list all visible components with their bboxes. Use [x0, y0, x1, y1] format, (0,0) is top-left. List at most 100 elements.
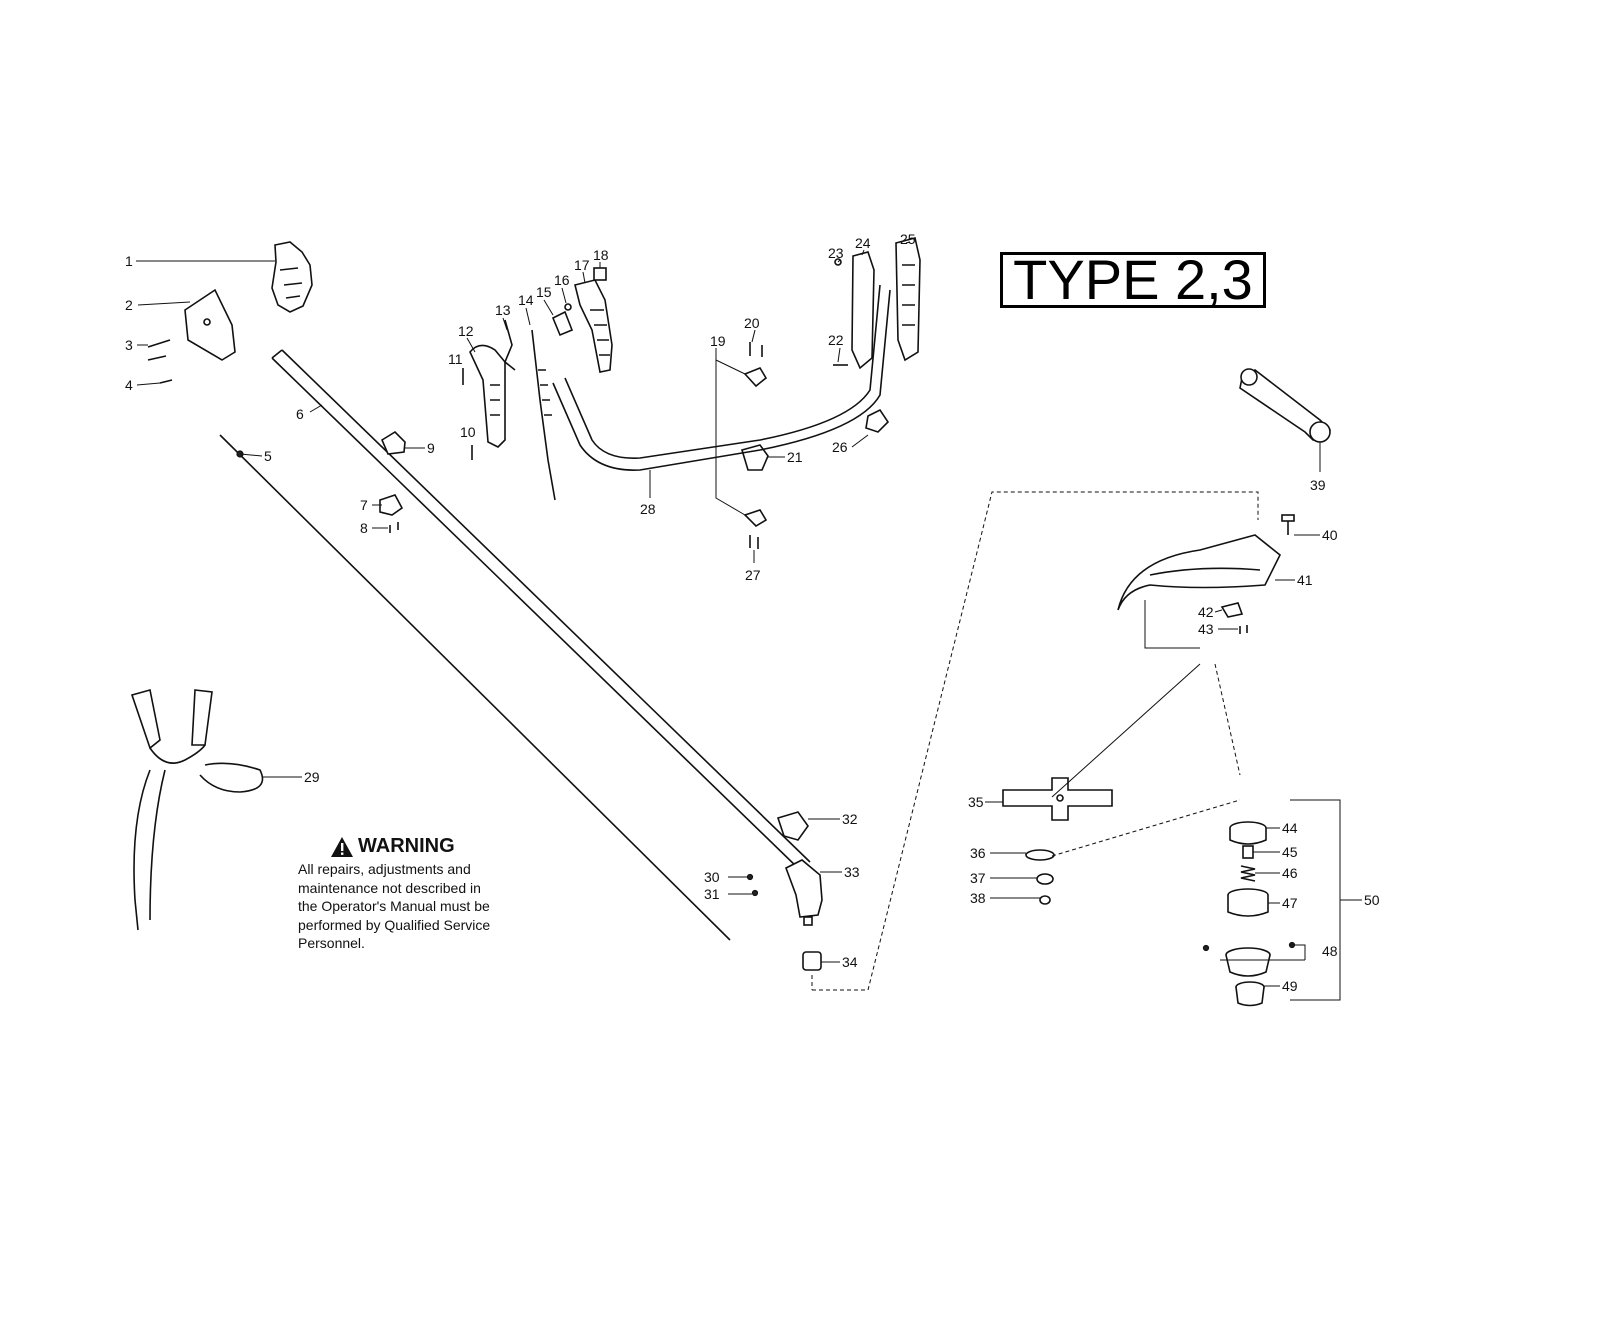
svg-text:10: 10: [460, 424, 476, 440]
callout-29: 29: [263, 769, 320, 785]
callout-38: 38: [970, 890, 1040, 906]
svg-text:34: 34: [842, 954, 858, 970]
svg-text:4: 4: [125, 377, 133, 393]
svg-text:48: 48: [1322, 943, 1338, 959]
callout-44: 44: [1266, 820, 1298, 836]
svg-text:46: 46: [1282, 865, 1298, 881]
callout-34: 34: [821, 954, 858, 970]
callout-41: 41: [1275, 572, 1313, 588]
part-29-harness: [130, 688, 264, 931]
svg-text:7: 7: [360, 497, 368, 513]
svg-text:24: 24: [855, 235, 871, 251]
callout-32: 32: [808, 811, 858, 827]
part-26-clip: [865, 408, 890, 433]
part-7-clamp: [379, 494, 404, 516]
callouts: 1 2 3 4 5 6 7 8 9 10 11 12 13 14 15 16 1…: [125, 231, 1380, 994]
callout-40: 40: [1294, 527, 1338, 543]
callout-6: 6: [296, 404, 323, 422]
warning-line: performed by Qualified Service: [298, 916, 491, 933]
part-42-knife: [1220, 602, 1244, 618]
part-1-cover: [271, 241, 313, 313]
svg-text:47: 47: [1282, 895, 1298, 911]
callout-24: 24: [855, 235, 871, 256]
part-40-bolt: [1281, 514, 1295, 535]
callout-16: 16: [554, 272, 570, 304]
part-46-spring: [1240, 865, 1256, 882]
callout-39: 39: [1310, 442, 1326, 493]
svg-text:32: 32: [842, 811, 858, 827]
callout-31: 31: [704, 886, 752, 902]
svg-text:40: 40: [1322, 527, 1338, 543]
svg-text:12: 12: [458, 323, 474, 339]
warning-title: WARNING: [358, 835, 455, 857]
callout-7: 7: [360, 497, 382, 513]
part-49-knob: [1235, 981, 1265, 1007]
svg-text:35: 35: [968, 794, 984, 810]
part-36-washer: [1025, 849, 1055, 861]
part-17-throttle-handle: [574, 279, 613, 373]
part-28-handlebar: [552, 284, 891, 471]
svg-text:15: 15: [536, 284, 552, 300]
callout-1: 1: [125, 253, 275, 269]
svg-text:43: 43: [1198, 621, 1214, 637]
callout-26: 26: [832, 434, 869, 455]
warning-line: Personnel.: [298, 935, 365, 951]
svg-text:14: 14: [518, 292, 534, 308]
svg-text:16: 16: [554, 272, 570, 288]
part-6-tube: [271, 349, 811, 871]
svg-text:1: 1: [125, 253, 133, 269]
svg-text:26: 26: [832, 439, 848, 455]
svg-text:23: 23: [828, 245, 844, 261]
svg-text:41: 41: [1297, 572, 1313, 588]
part-19-clamp: [715, 348, 768, 528]
callout-47: 47: [1268, 895, 1298, 911]
warning-triangle-icon: [331, 836, 353, 857]
callout-48: 48: [1322, 943, 1338, 959]
callout-4: 4: [125, 377, 161, 393]
part-2-plate: [184, 288, 236, 361]
svg-text:19: 19: [710, 333, 726, 349]
callout-21: 21: [768, 449, 803, 465]
callout-25: 25: [900, 231, 916, 247]
part-13-spring: [504, 319, 516, 371]
part-24-grip: [851, 251, 875, 370]
callout-46: 46: [1255, 865, 1298, 881]
part-3-screws: [147, 339, 171, 361]
svg-text:27: 27: [745, 567, 761, 583]
callout-35: 35: [968, 794, 1003, 810]
part-31-screw: [751, 889, 759, 897]
callout-20: 20: [744, 315, 760, 343]
svg-text:28: 28: [640, 501, 656, 517]
svg-text:29: 29: [304, 769, 320, 785]
callout-8: 8: [360, 520, 388, 536]
callout-37: 37: [970, 870, 1037, 886]
part-48-cover: [1202, 941, 1296, 977]
part-33-gear-head: [785, 859, 823, 926]
svg-text:38: 38: [970, 890, 986, 906]
part-23-nut: [834, 258, 842, 266]
part-38-nut: [1039, 895, 1051, 905]
part-18-switch: [593, 267, 607, 281]
callout-3: 3: [125, 337, 148, 353]
callout-27: 27: [745, 550, 761, 583]
callout-15: 15: [536, 284, 554, 316]
warning-text: All repairs, adjustments and maintenance…: [298, 860, 558, 953]
callout-2: 2: [125, 297, 191, 313]
callout-49: 49: [1264, 978, 1298, 994]
part-47-spool: [1227, 888, 1269, 917]
part-43-screws: [1239, 625, 1248, 634]
svg-text:45: 45: [1282, 844, 1298, 860]
svg-text:17: 17: [574, 257, 590, 273]
callout-36: 36: [970, 845, 1026, 861]
callout-45: 45: [1253, 844, 1298, 860]
callout-50: 50: [1364, 892, 1380, 908]
part-30-screw: [746, 873, 754, 881]
part-15-trigger: [551, 310, 574, 337]
part-34-adapter: [802, 951, 822, 971]
callout-30: 30: [704, 869, 748, 885]
warning-heading: WARNING: [330, 835, 558, 858]
callout-12: 12: [458, 323, 476, 353]
callout-23: 23: [828, 245, 844, 263]
svg-text:22: 22: [828, 332, 844, 348]
